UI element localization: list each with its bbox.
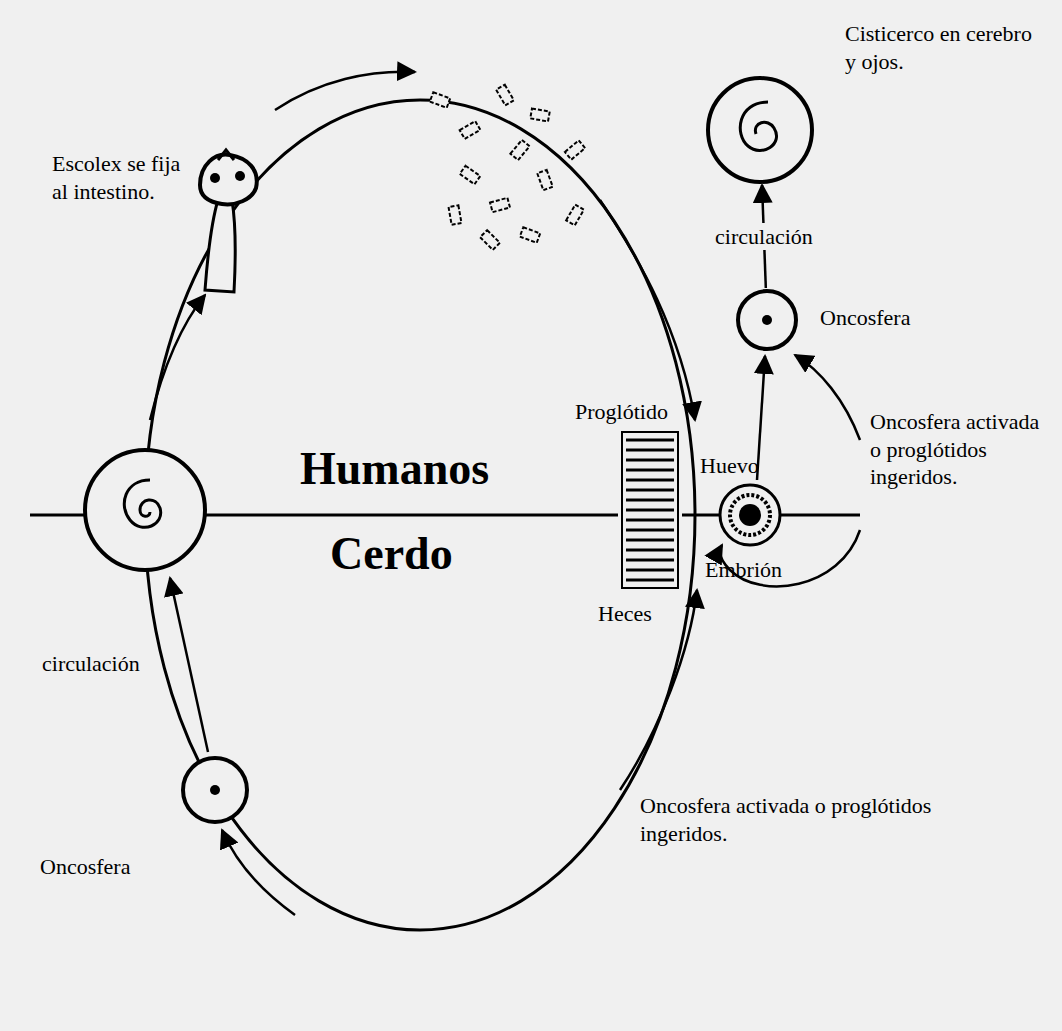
stage-note: Embrión	[705, 556, 782, 584]
drawing-part	[626, 559, 674, 562]
drawing-part	[626, 509, 674, 512]
drawing-part	[626, 519, 674, 522]
edge-label: circulación	[712, 223, 816, 251]
host-heading: Humanos	[300, 440, 489, 498]
stage-note: Oncosfera activada o proglótidos ingerid…	[870, 408, 1050, 491]
cycle-arrows	[150, 72, 860, 915]
drawing-part	[85, 450, 205, 570]
drawing-part	[124, 480, 160, 527]
drawing-part	[626, 529, 674, 532]
drawing-part	[739, 504, 761, 526]
circle-outline	[705, 75, 815, 185]
drawing-part	[200, 155, 257, 205]
drawing-part	[449, 205, 462, 224]
cycle-ellipse	[145, 100, 695, 930]
stage-note: circulación	[42, 650, 140, 678]
stage-label: Cisticerco en cerebro y ojos.	[845, 20, 1045, 75]
circle-outline	[738, 291, 796, 349]
drawing-part	[210, 173, 220, 183]
drawing-part	[566, 205, 584, 226]
scolex-figure	[200, 150, 257, 292]
drawing-part	[780, 514, 860, 517]
drawing-part	[622, 432, 678, 588]
drawing-part	[205, 514, 618, 517]
larva-spiral	[740, 102, 776, 151]
drawing-part	[626, 569, 674, 572]
drawing-part	[205, 200, 235, 292]
stage-note: Huevo	[700, 452, 759, 480]
drawing-part	[565, 140, 585, 159]
drawing-part	[235, 171, 245, 181]
circle-outline	[180, 755, 250, 825]
drawing-part	[626, 449, 674, 452]
drawing-part	[460, 166, 480, 185]
drawing-part	[600, 200, 695, 420]
drawing-part	[150, 295, 205, 420]
drawing-part	[222, 830, 295, 915]
circle-outline	[735, 288, 799, 352]
drawing-part	[626, 579, 674, 582]
drawing-part	[626, 469, 674, 472]
drawing-part	[480, 230, 500, 250]
drawing-part	[626, 489, 674, 492]
drawing-part	[510, 140, 529, 160]
drawing-part	[490, 198, 510, 212]
drawing-part	[626, 539, 674, 542]
drawing-part	[275, 72, 415, 110]
cysticercus-figure	[85, 450, 205, 570]
drawing-part	[626, 459, 674, 462]
drawing-part	[795, 355, 860, 440]
circle-outline	[708, 78, 812, 182]
host-heading: Cerdo	[330, 525, 453, 583]
drawing-part	[218, 150, 234, 160]
drawing-part	[30, 514, 85, 517]
strobila-figure	[622, 432, 678, 588]
proglottid-scatter	[430, 85, 585, 250]
circle-outline	[183, 758, 247, 822]
drawing-part	[537, 170, 553, 190]
drawing-part	[530, 109, 549, 122]
drawing-part	[626, 479, 674, 482]
drawing-part	[496, 85, 514, 106]
stage-note: Oncosfera activada o proglótidos ingerid…	[640, 792, 1000, 847]
drawing-part	[460, 121, 481, 139]
drawing-part	[626, 549, 674, 552]
drawing-part	[626, 440, 674, 580]
drawing-part	[430, 92, 450, 108]
drawing-part	[626, 439, 674, 442]
stage-note: Heces	[598, 600, 652, 628]
drawing-part	[170, 578, 208, 752]
egg-figure	[720, 485, 780, 545]
stage-note: Escolex se fija al intestino.	[52, 150, 187, 205]
stage-note: Proglótido	[575, 398, 668, 426]
stage-circle: Oncosfera	[735, 288, 799, 352]
drawing-part	[720, 485, 780, 545]
drawing-part	[682, 514, 720, 517]
drawing-part	[520, 227, 540, 243]
stage-circle: Cisticerco en cerebro y ojos.	[705, 75, 815, 185]
embryo-dot	[210, 785, 220, 795]
drawing-part	[626, 499, 674, 502]
stage-label: Oncosfera	[40, 853, 170, 881]
stage-circle: Oncosfera	[180, 755, 250, 825]
drawing-part	[730, 495, 770, 535]
embryo-dot	[762, 315, 772, 325]
stage-label: Oncosfera	[820, 304, 950, 332]
